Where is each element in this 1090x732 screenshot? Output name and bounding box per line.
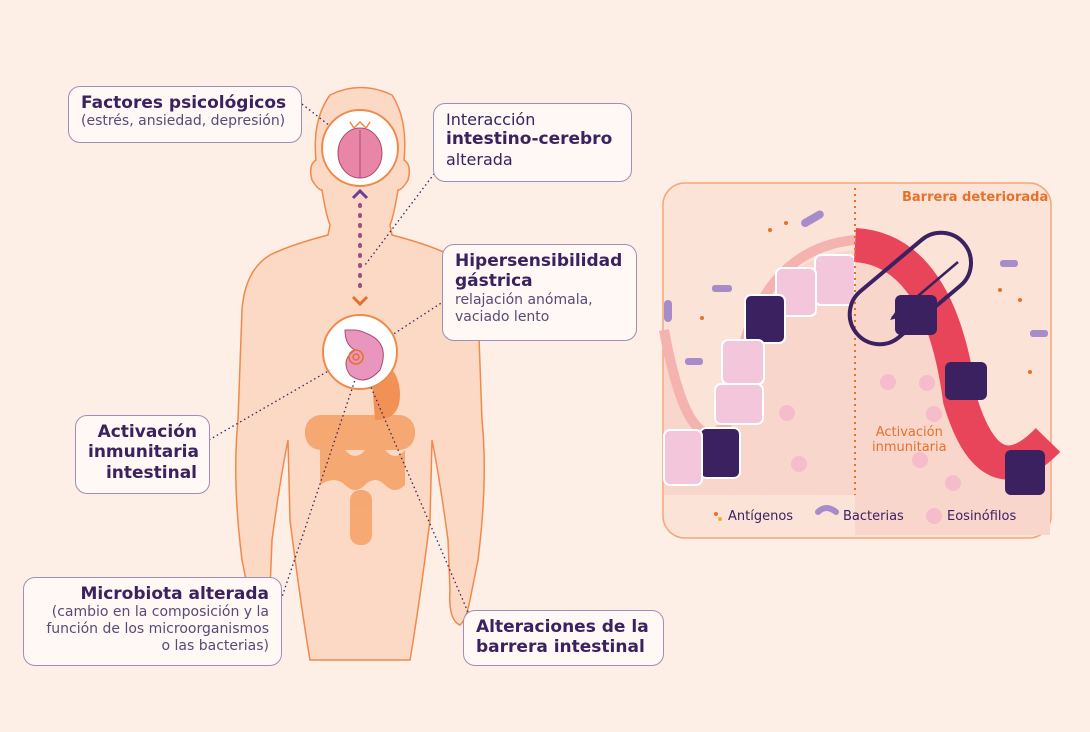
microbiota-detail1: (cambio en la composición y la [51,604,269,621]
label-psychological-factors: Factores psicológicos (estrés, ansiedad,… [68,86,302,143]
antigen-icon [714,512,718,516]
label-barrier-alterations: Alteraciones de la barrera intestinal [463,610,664,666]
eosinophil-icon [926,508,942,524]
gastric-detail2: vaciado lento [455,308,550,325]
immune-line2: inmunitaria [88,442,199,463]
barrier-line2: barrera intestinal [476,637,645,658]
legend-eosinophils: Eosinófilos [947,509,1017,524]
microbiota-detail3: o las bacterias) [161,637,269,654]
intestinal-barrier-panel [659,182,1061,539]
label-immune-activation: Activación inmunitaria intestinal [75,415,210,494]
healthy-cells [663,254,856,486]
immune-line1: Activación [97,422,197,442]
gut-brain-arrow [351,188,369,307]
label-microbiota: Microbiota alterada (cambio en la compos… [23,577,282,666]
connector-lines [208,103,469,613]
gut-brain-line3: alterada [446,149,513,169]
gastric-detail1: relajación anómala, [455,291,593,308]
immune-activation-label: Activación inmunitaria [872,425,947,455]
microbiota-title: Microbiota alterada [80,584,269,604]
psychological-detail: (estrés, ansiedad, depresión) [81,113,286,130]
brain-icon [337,120,383,179]
immune-activation-line2: inmunitaria [872,440,947,455]
immune-line3: intestinal [105,462,197,483]
antigens [700,221,1032,374]
gut-brain-line2: intestino-cerebro [446,129,613,150]
intestines [305,355,415,545]
gut-brain-line1: Interacción [446,110,536,129]
legend-bacteria: Bacterias [843,509,904,524]
gastric-title1: Hipersensibilidad [455,251,623,271]
barrier-breach-highlight [847,230,973,347]
gastric-title2: gástrica [455,271,533,292]
label-gut-brain: Interacción intestino-cerebro alterada [433,103,632,182]
psychological-title: Factores psicológicos [81,93,287,113]
bacteria [664,210,1048,365]
legend-antigens: Antígenos [728,509,794,524]
microbiota-detail2: función de los microorganismos [46,621,269,638]
immune-activation-line1: Activación [875,425,943,440]
eosinophils [779,374,961,491]
bacteria-icon [815,505,839,515]
label-gastric-hypersensitivity: Hipersensibilidad gástrica relajación an… [442,244,637,341]
barrier-line1: Alteraciones de la [476,617,649,637]
stomach-icon [344,329,384,381]
damaged-barrier-label: Barrera deteriorada [902,190,1049,205]
